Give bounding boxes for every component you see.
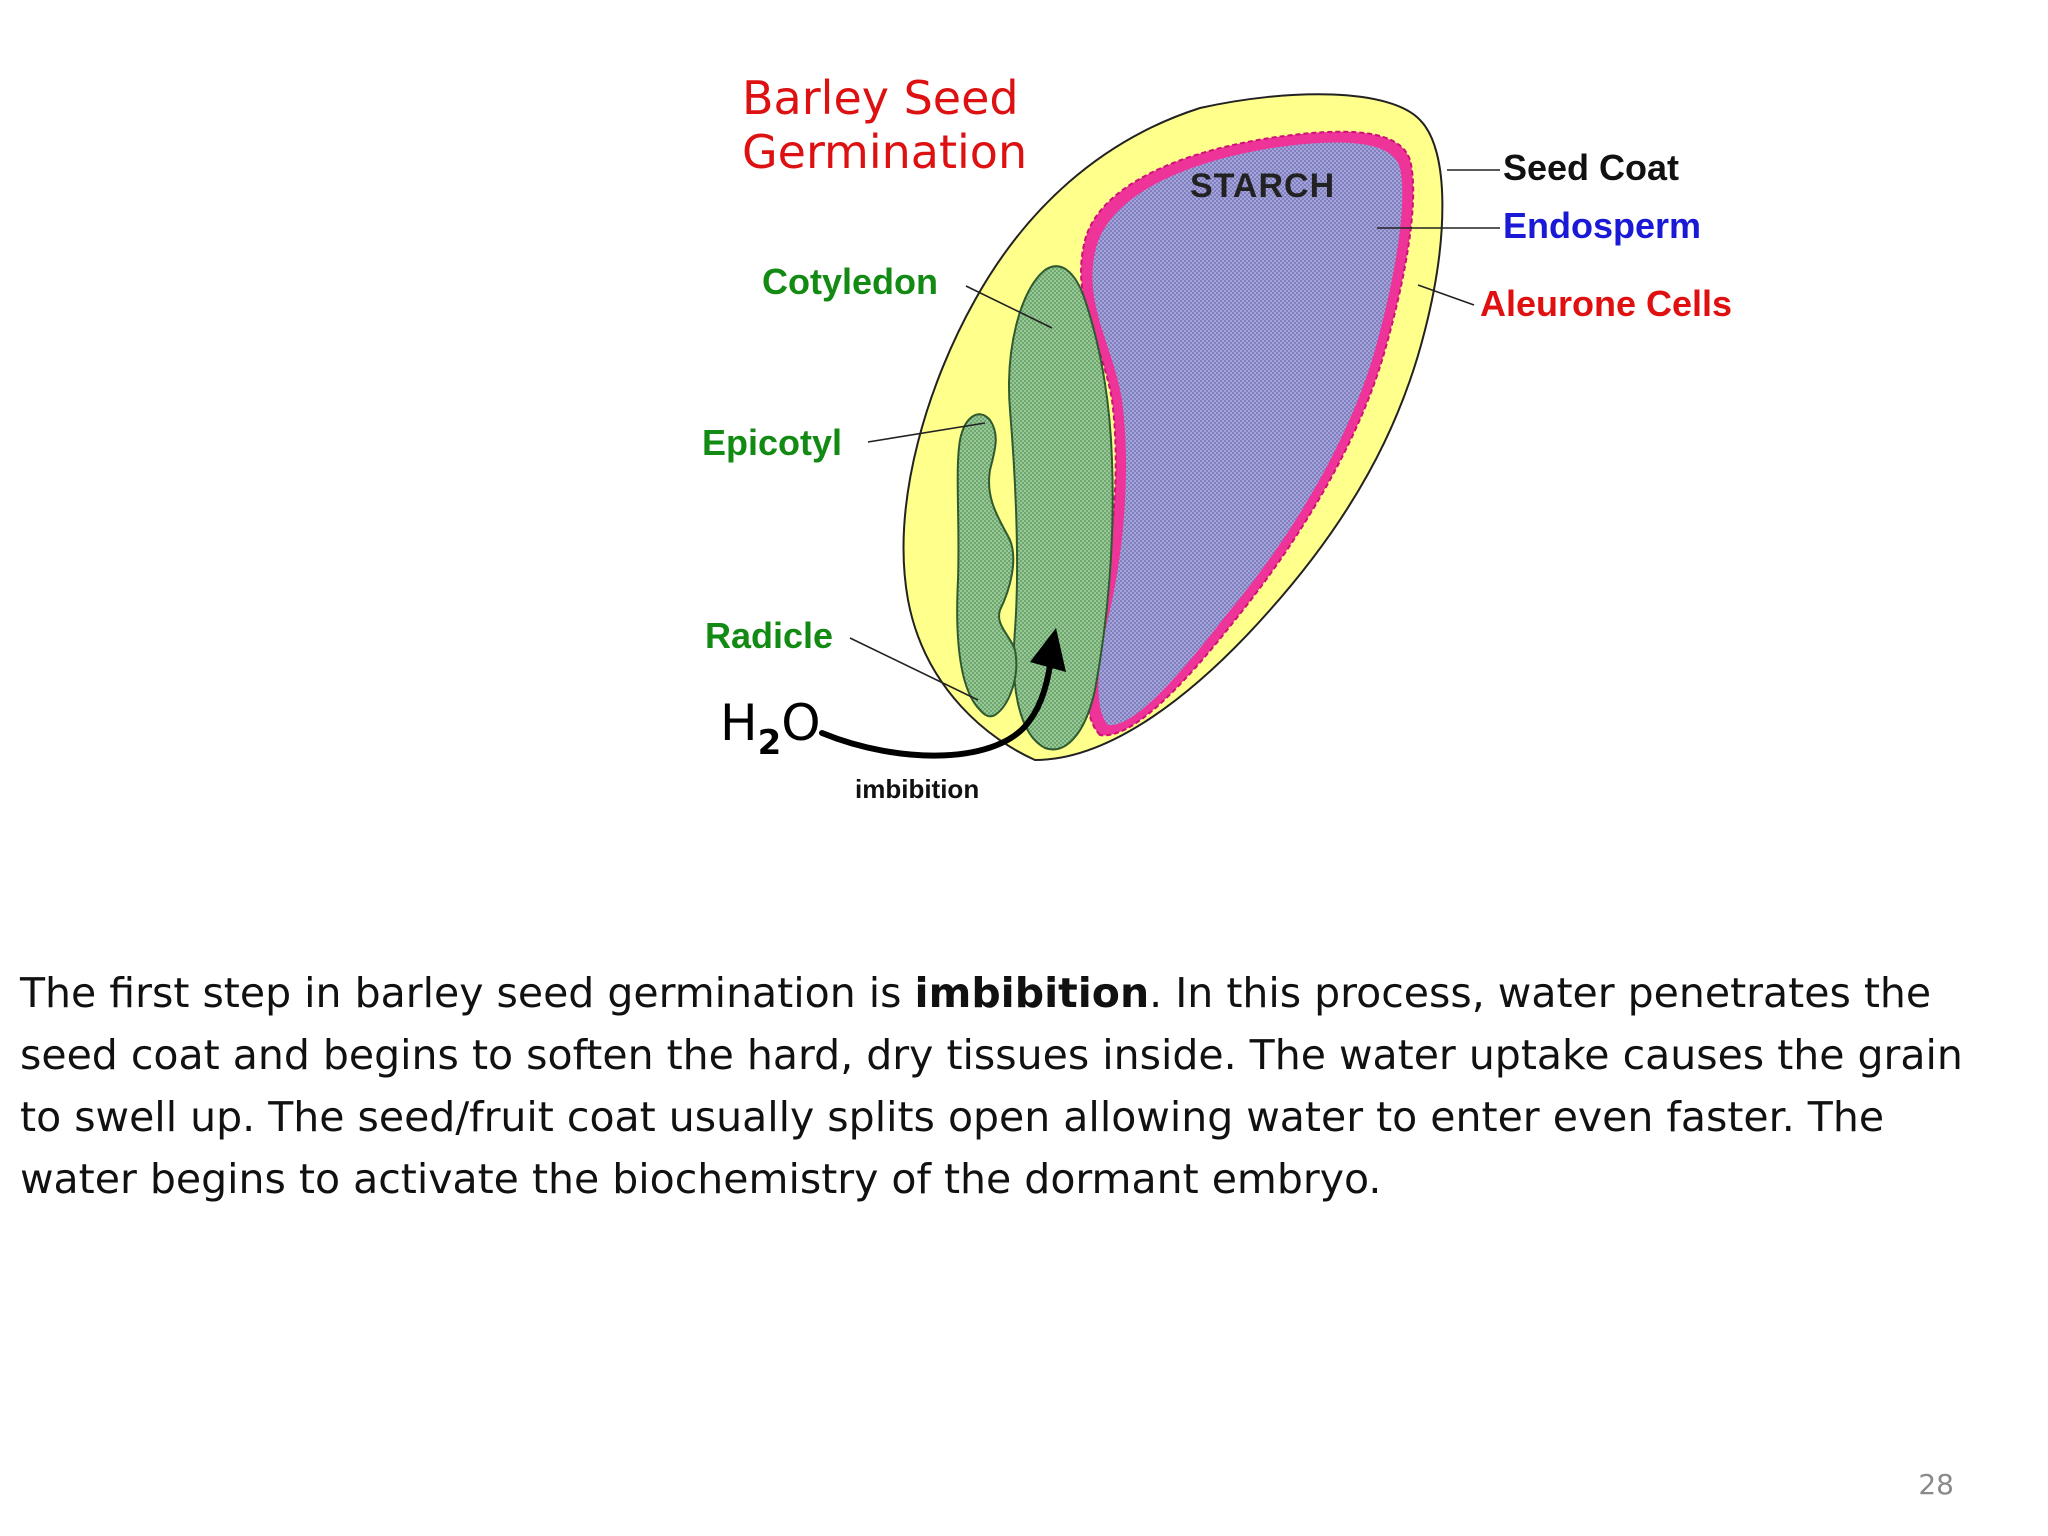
imbibition-label: imbibition xyxy=(855,774,979,804)
aleurone-cells-label: Aleurone Cells xyxy=(1480,283,1732,324)
cotyledon-leader xyxy=(965,285,1053,329)
epicotyl-label: Epicotyl xyxy=(702,422,842,463)
caption-text-start: The first step in barley seed germinatio… xyxy=(20,969,915,1017)
imbibition-arrow xyxy=(819,647,1055,759)
diagram-title-line1: Barley Seed xyxy=(742,71,1019,125)
epicotyl-leader xyxy=(867,422,986,443)
endosperm-shape xyxy=(1092,142,1403,726)
starch-label: STARCH xyxy=(1190,167,1335,205)
diagram-title-line2: Germination xyxy=(742,125,1027,179)
seed-coat-label: Seed Coat xyxy=(1503,147,1679,188)
caption-paragraph: The first step in barley seed germinatio… xyxy=(20,962,2010,1210)
radicle-label: Radicle xyxy=(705,615,833,656)
endosperm-label: Endosperm xyxy=(1503,205,1701,246)
caption-bold-term: imbibition xyxy=(914,969,1150,1017)
h2o-label: H2O xyxy=(720,694,821,763)
slide-number: 28 xyxy=(1918,1468,1954,1501)
cotyledon-shape xyxy=(1008,265,1114,751)
radicle-leader xyxy=(849,637,979,701)
caption-text-end: . In this process, water penetrates the … xyxy=(20,969,1963,1203)
cotyledon-label: Cotyledon xyxy=(762,261,938,302)
aleurone-leader xyxy=(1417,284,1475,306)
embryo-axis-shape xyxy=(956,413,1018,718)
imbibition-arrowhead xyxy=(1030,628,1066,672)
